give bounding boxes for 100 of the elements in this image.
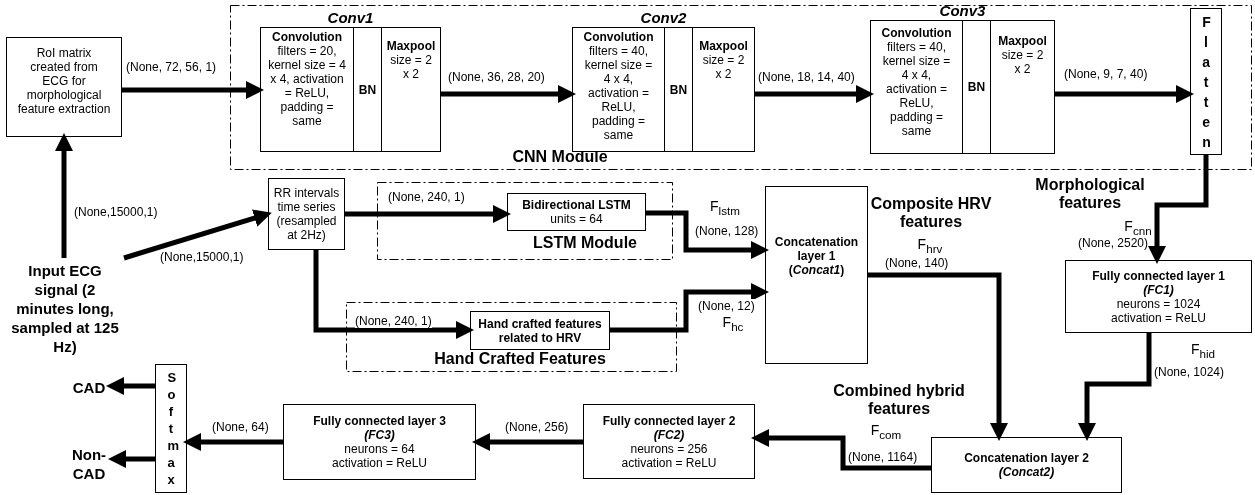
arrow bbox=[441, 85, 576, 103]
arrow bbox=[106, 377, 155, 395]
edge-label: (None, 9, 7, 40) bbox=[1064, 67, 1148, 81]
module-frame bbox=[230, 5, 1252, 170]
edge-label: (None,15000,1) bbox=[74, 205, 158, 219]
arrow bbox=[122, 81, 264, 99]
arrow bbox=[123, 209, 272, 261]
layer-title: Convolution bbox=[583, 30, 654, 44]
layer-text: filters = 20, kernel size = 4 x 4, activation = ReLU, padding = same bbox=[268, 44, 346, 128]
edge-label: (None,15000,1) bbox=[160, 250, 244, 264]
arrow bbox=[108, 450, 155, 468]
block-title: Conv1 bbox=[327, 10, 374, 26]
layer-abbrev: (FC2) bbox=[653, 427, 685, 442]
layer-text: size = 2 x 2 bbox=[389, 53, 433, 81]
arrow bbox=[868, 272, 1008, 441]
layer-text: filters = 40, kernel size = 4 x 4, activation = ReLU, padding = same bbox=[881, 40, 952, 138]
layer-title: Fully connected layer 1 bbox=[1092, 268, 1225, 283]
module-title: LSTM Module bbox=[532, 234, 638, 252]
feature-label: Combined hybrid features bbox=[832, 382, 966, 418]
feature-symbol: F$_{com}$ bbox=[869, 422, 903, 443]
layer-title: Hand crafted features related to HRV bbox=[477, 316, 603, 345]
feature-symbol: F$_{cnn}$ bbox=[1123, 218, 1153, 238]
feature-label: Morphological features bbox=[1034, 176, 1146, 212]
vertical-label: Flatten bbox=[1202, 12, 1210, 152]
layer-text: units = 64 bbox=[550, 212, 603, 226]
module-title: CNN Module bbox=[511, 148, 609, 166]
concat-box bbox=[931, 437, 1122, 493]
layer-text: activation = ReLU bbox=[331, 456, 428, 470]
arrow bbox=[610, 283, 769, 333]
arrow bbox=[755, 85, 874, 103]
layer-title: BN bbox=[669, 82, 688, 97]
layer-title: Bidirectional LSTM bbox=[522, 198, 631, 212]
output-label: CAD bbox=[68, 376, 110, 398]
block-title: Conv3 bbox=[939, 3, 986, 19]
edge-label: (None, 256) bbox=[505, 420, 569, 434]
softmax-box bbox=[155, 364, 187, 493]
output-label: Non-CAD bbox=[66, 444, 112, 484]
process-box bbox=[470, 311, 610, 350]
flatten-box bbox=[1190, 8, 1222, 155]
layer-abbrev: (FC1) bbox=[1143, 282, 1174, 297]
module-title: Hand Crafted Features bbox=[433, 350, 607, 368]
feature-symbol: F$_{lstm}$ bbox=[709, 198, 741, 219]
layer-abbrev: (FC3) bbox=[364, 428, 395, 442]
layer-title: BN bbox=[358, 82, 377, 97]
layer-text: filters = 40, kernel size = 4 x 4, activation = ReLU, padding = same bbox=[583, 44, 654, 142]
layer-title: Convolution bbox=[881, 26, 952, 40]
process-box bbox=[6, 37, 122, 137]
dense-layer-box bbox=[583, 404, 755, 479]
arrow bbox=[313, 250, 474, 339]
layer-title: Fully connected layer 3 bbox=[313, 414, 446, 428]
layer-title: Maxpool bbox=[699, 39, 748, 53]
layer-text: neurons = 64 bbox=[344, 442, 415, 456]
layer-title: Concatenation layer 1 bbox=[773, 235, 860, 263]
dense-layer-box bbox=[1065, 260, 1252, 333]
layer-cell bbox=[664, 27, 693, 152]
layer-text: neurons = 1024 bbox=[1116, 296, 1201, 311]
layer-text: size = 2 x 2 bbox=[701, 53, 746, 81]
feature-symbol: F$_{hrv}$ bbox=[916, 236, 944, 257]
layer-title: (Concat1) bbox=[788, 263, 845, 277]
layer-title: BN bbox=[967, 80, 986, 94]
feature-symbol: F$_{hid}$ bbox=[1189, 341, 1217, 362]
arrow bbox=[1055, 85, 1194, 103]
layer-cell bbox=[353, 27, 382, 152]
edge-label: (None, 64) bbox=[212, 420, 269, 434]
arrow bbox=[345, 205, 511, 223]
arrow bbox=[1148, 155, 1209, 264]
block-title: Conv2 bbox=[640, 10, 687, 26]
concat-box bbox=[765, 186, 868, 364]
arrow bbox=[646, 210, 769, 259]
edge-label: (None, 240, 1) bbox=[355, 314, 432, 328]
arrow bbox=[1078, 333, 1152, 441]
edge-label: (None, 128) bbox=[695, 224, 759, 238]
process-box bbox=[268, 178, 345, 250]
edge-label: (None, 72, 56, 1) bbox=[126, 60, 217, 74]
layer-text: activation = ReLU bbox=[621, 455, 717, 470]
layer-text: RoI matrix created from ECG for morphological feature extraction bbox=[17, 46, 111, 116]
arrow bbox=[55, 133, 73, 258]
edge-label: (None, 140) bbox=[885, 256, 949, 270]
input-label: Input ECG signal (2 minutes long, sampled at 125 Hz) bbox=[6, 258, 124, 358]
edge-label: (None, 18, 14, 40) bbox=[758, 70, 855, 84]
arrow bbox=[472, 433, 583, 451]
edge-label: (None, 240, 1) bbox=[388, 190, 465, 204]
layer-text: RR intervals time series (resampled at 2Hz) bbox=[272, 186, 341, 242]
edge-label: (None, 36, 28, 20) bbox=[448, 70, 545, 84]
edge-label: (None, 2520) bbox=[1078, 236, 1149, 250]
feature-symbol: F$_{hc}$ bbox=[721, 314, 745, 335]
layer-cell bbox=[962, 20, 991, 154]
layer-title: Concatenation layer 2 bbox=[964, 451, 1089, 465]
layer-title: Maxpool bbox=[386, 39, 436, 53]
layer-text: size = 2 x 2 bbox=[1000, 48, 1045, 76]
edge-label: (None, 1024) bbox=[1154, 365, 1225, 379]
layer-title: Maxpool bbox=[998, 34, 1047, 48]
edge-label: (None, 1164) bbox=[848, 450, 918, 464]
dense-layer-box bbox=[283, 404, 476, 480]
process-box bbox=[507, 193, 646, 231]
feature-label: Composite HRV features bbox=[870, 195, 992, 231]
arrow bbox=[751, 429, 931, 471]
layer-title: Convolution bbox=[272, 30, 342, 44]
edge-label: (None, 12) bbox=[698, 299, 755, 313]
arrow bbox=[183, 433, 283, 451]
